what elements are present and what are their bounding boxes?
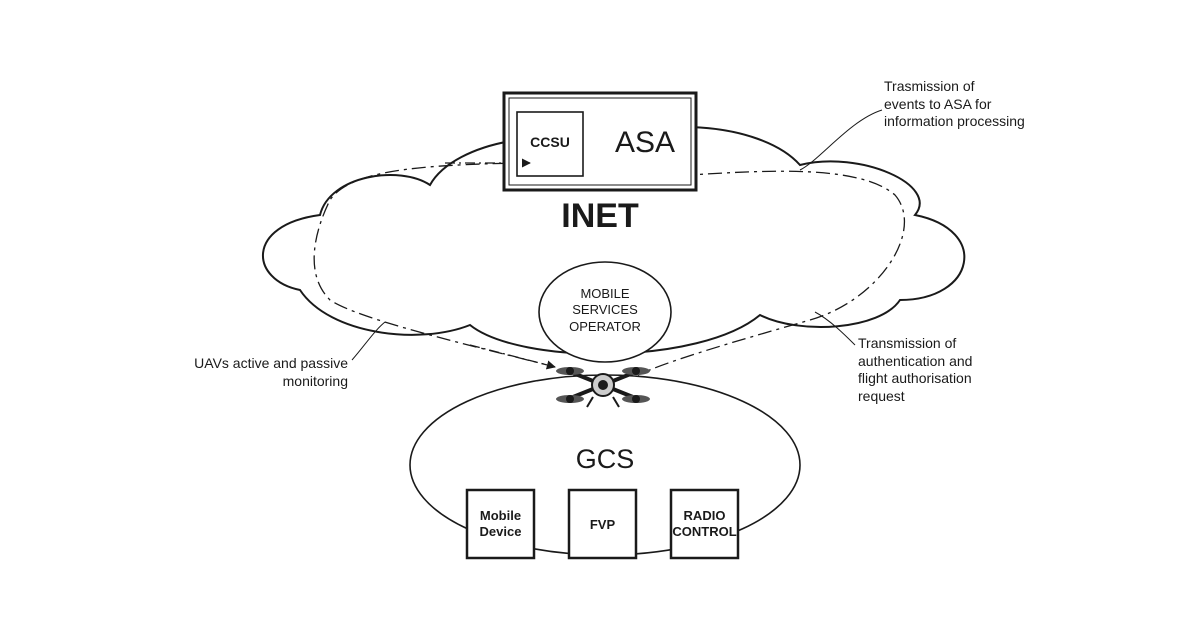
gcs-label: GCS — [555, 443, 655, 477]
inet-label: INET — [540, 195, 660, 238]
annotation-authentication-request: Transmission of authentication and fligh… — [858, 335, 1038, 405]
mobile-services-operator-label: MOBILE SERVICES OPERATOR — [545, 286, 665, 335]
annotation-uav-monitoring: UAVs active and passive monitoring — [170, 355, 348, 390]
annotation-transmission-events: Trasmission of events to ASA for informa… — [884, 78, 1084, 131]
mobile-device-label: Mobile Device — [467, 508, 534, 541]
asa-label: ASA — [600, 124, 690, 162]
ccsu-label: CCSU — [517, 134, 583, 152]
fvp-label: FVP — [569, 517, 636, 533]
radio-control-label: RADIO CONTROL — [671, 508, 738, 541]
